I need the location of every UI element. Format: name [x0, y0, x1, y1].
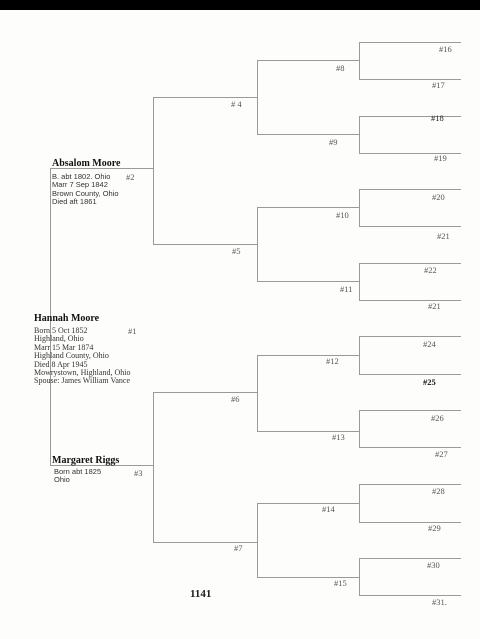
line-slot-16: [359, 42, 461, 43]
slot-19-number: #19: [434, 153, 447, 163]
slot-6-number: #6: [231, 394, 240, 404]
slot-31-number: #31.: [432, 597, 447, 607]
person1-detail-line: Born 5 Oct 1852: [34, 326, 88, 335]
person1-detail-line: Died 8 Apr 1945: [34, 359, 88, 369]
line-slot-4-vertical: [257, 60, 258, 134]
line-slot-7-vertical: [257, 503, 258, 577]
line-slot-14: [257, 503, 359, 504]
line-slot-22: [359, 263, 461, 264]
line-slot-7: [153, 542, 257, 543]
line-slot-20: [359, 189, 461, 190]
line-person3: [50, 465, 153, 466]
page-number: 1141: [190, 588, 212, 600]
person2-detail-line: Died aft 1861: [52, 197, 97, 207]
line-slot-13-vertical: [359, 410, 360, 447]
person1-detail-line: Spouse: James William Vance: [34, 376, 131, 386]
line-slot-15: [257, 577, 359, 578]
line-slot-9-vertical: [359, 116, 360, 153]
person3-detail-line: Ohio: [54, 475, 70, 485]
slot-24-number: #24: [423, 339, 436, 349]
line-slot-15-vertical: [359, 558, 360, 595]
person1-number: #1: [128, 326, 137, 336]
line-slot-10-vertical: [359, 189, 360, 226]
line-slot-5-vertical: [257, 207, 258, 281]
line-slot-25: [359, 374, 461, 375]
slot-29-number: #29: [428, 523, 441, 533]
line-slot-6-vertical: [257, 355, 258, 431]
line-slot-14-vertical: [359, 484, 360, 522]
slot-11-number: #11: [340, 284, 353, 294]
person3-name: Margaret Riggs: [52, 455, 120, 466]
person1-detail-line: Highland, Ohio: [34, 334, 84, 344]
line-slot-9: [257, 134, 359, 135]
slot-8-number: #8: [336, 63, 345, 73]
line-slot-26: [359, 410, 461, 411]
person1-name: Hannah Moore: [34, 313, 100, 324]
line-slot-30: [359, 558, 461, 559]
line-slot-4: [153, 97, 257, 98]
slot-4-number: # 4: [231, 99, 242, 109]
person1-details: Born 5 Oct 1852 Highland, Ohio Marr 15 M…: [34, 326, 131, 386]
slot-5-number: #5: [232, 246, 241, 256]
person3-number: #3: [134, 468, 143, 478]
slot-17-number: #17: [432, 80, 445, 90]
line-slot-29: [359, 522, 461, 523]
person1-detail-line: Marr 15 Mar 1874: [34, 342, 94, 352]
line-slot-5: [153, 244, 257, 245]
slot-14-number: #14: [322, 504, 335, 514]
slot-25-number: #25: [423, 377, 436, 387]
line-slot-19: [359, 153, 461, 154]
line-gen1-gen2-vertical: [50, 168, 51, 465]
line-slot-31: [359, 595, 461, 596]
slot-16-number: #16: [439, 44, 452, 54]
pedigree-chart-page: Hannah Moore #1 Born 5 Oct 1852 Highland…: [0, 10, 480, 639]
person2-detail-line: B. abt 1802. Ohio: [52, 172, 111, 181]
slot-23-number: #21: [428, 301, 441, 311]
person2-detail-line: Brown County, Ohio: [52, 188, 119, 198]
line-slot-12: [257, 355, 359, 356]
person1-detail-line: Highland County, Ohio: [34, 351, 109, 361]
slot-7-number: #7: [234, 543, 243, 553]
person2-number: #2: [126, 172, 135, 182]
person2-detail-line: Marr 7 Sep 1842: [52, 180, 108, 190]
slot-10-number: #10: [336, 210, 349, 220]
line-slot-18: [359, 116, 461, 117]
slot-21-number: #21: [437, 231, 450, 241]
line-slot-28: [359, 484, 461, 485]
person2-name: Absalom Moore: [52, 158, 121, 169]
line-person2-vertical: [153, 97, 154, 244]
line-slot-11-vertical: [359, 263, 360, 300]
line-slot-24: [359, 336, 461, 337]
slot-9-number: #9: [329, 137, 338, 147]
slot-28-number: #28: [432, 486, 445, 496]
line-slot-8-vertical: [359, 42, 360, 79]
slot-12-number: #12: [326, 356, 339, 366]
slot-18-number: #18: [431, 113, 444, 123]
line-slot-13: [257, 431, 359, 432]
person3-detail-line: Born abt 1825: [54, 467, 102, 476]
line-slot-21: [359, 226, 461, 227]
slot-30-number: #30: [427, 560, 440, 570]
slot-20-number: #20: [432, 192, 445, 202]
slot-27-number: #27: [435, 449, 448, 459]
person2-details: B. abt 1802. Ohio Marr 7 Sep 1842 Brown …: [52, 172, 119, 207]
line-slot-23: [359, 300, 461, 301]
line-slot-10: [257, 207, 359, 208]
slot-26-number: #26: [431, 413, 444, 423]
slot-15-number: #15: [334, 578, 347, 588]
slot-22-number: #22: [424, 265, 437, 275]
line-slot-12-vertical: [359, 336, 360, 374]
slot-13-number: #13: [332, 432, 345, 442]
person3-details: Born abt 1825 Ohio: [54, 467, 102, 485]
line-slot-6: [153, 392, 257, 393]
line-slot-17: [359, 79, 461, 80]
person1-detail-line: Mowrystown, Highland, Ohio: [34, 367, 131, 377]
line-person2: [50, 168, 153, 169]
line-slot-8: [257, 60, 359, 61]
line-person3-vertical: [153, 392, 154, 542]
line-slot-27: [359, 447, 461, 448]
line-slot-11: [257, 281, 359, 282]
